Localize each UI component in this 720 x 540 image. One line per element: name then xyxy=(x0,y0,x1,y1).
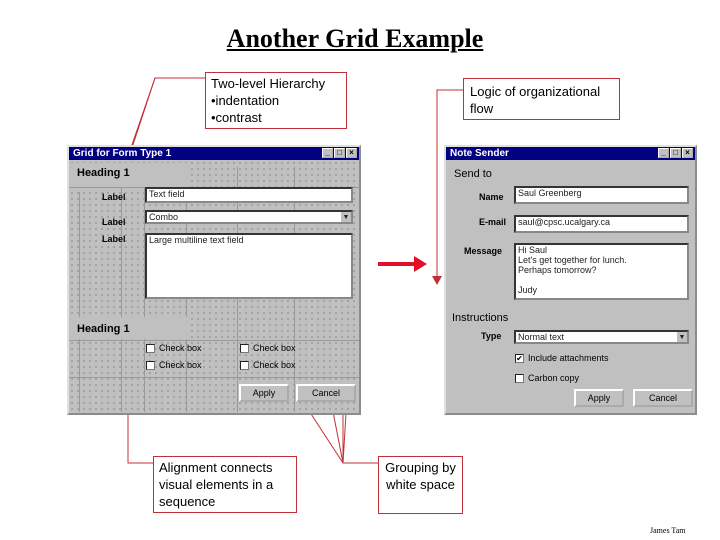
carbon-copy-checkbox[interactable]: Carbon copy xyxy=(515,373,579,384)
footer-author: James Tam xyxy=(650,526,686,535)
callout-flow: Logic of organizational flow xyxy=(463,78,620,120)
send-to-heading: Send to xyxy=(454,168,492,180)
dropdown-arrow-icon[interactable]: ▼ xyxy=(341,212,351,222)
include-attachments-checkbox[interactable]: ✔Include attachments xyxy=(515,353,609,364)
minimize-icon[interactable]: _ xyxy=(658,148,669,158)
type-combo[interactable]: Normal text▼ xyxy=(514,330,689,344)
callout-alignment: Alignment connects visual elements in a … xyxy=(153,456,297,513)
combo-value: Combo xyxy=(149,212,179,222)
callout-grouping: Grouping by white space xyxy=(378,456,463,514)
label-3: Label xyxy=(102,234,126,244)
maximize-icon[interactable]: □ xyxy=(334,148,345,158)
label-2: Label xyxy=(102,217,126,227)
right-arrow-icon xyxy=(378,256,427,272)
callout-text: Two-level Hierarchy xyxy=(211,76,326,91)
type-label: Type xyxy=(481,331,502,341)
slide-title: Another Grid Example xyxy=(226,24,484,53)
note-sender-window: Note Sender _□× Send to Name Saul Greenb… xyxy=(444,145,697,415)
apply-button[interactable]: Apply xyxy=(574,389,624,407)
apply-button[interactable]: Apply xyxy=(239,384,289,402)
email-field[interactable]: saul@cpsc.ucalgary.ca xyxy=(514,215,689,233)
checkbox-3[interactable]: Check box xyxy=(240,343,296,354)
grid-form-window: Grid for Form Type 1 _□× Heading 1 Label… xyxy=(67,145,361,415)
message-label: Message xyxy=(464,246,503,256)
window-title: Grid for Form Type 1 xyxy=(73,148,172,159)
title-bar: Note Sender _□× xyxy=(446,147,695,160)
name-label: Name xyxy=(479,192,504,202)
callout-hierarchy: Two-level Hierarchy •indentation •contra… xyxy=(205,72,347,129)
callout-text: •contrast xyxy=(211,110,262,125)
minimize-icon[interactable]: _ xyxy=(322,148,333,158)
heading-2: Heading 1 xyxy=(77,323,130,335)
instructions-heading: Instructions xyxy=(452,312,509,324)
window-title: Note Sender xyxy=(450,148,509,159)
close-icon[interactable]: × xyxy=(682,148,693,158)
title-bar: Grid for Form Type 1 _□× xyxy=(69,147,359,160)
email-label: E-mail xyxy=(479,217,507,227)
multiline-text-field[interactable]: Large multiline text field xyxy=(145,233,353,299)
dropdown-arrow-icon[interactable]: ▼ xyxy=(677,332,687,342)
heading-1: Heading 1 xyxy=(77,167,130,179)
label-1: Label xyxy=(102,192,126,202)
cancel-button[interactable]: Cancel xyxy=(633,389,693,407)
cancel-button[interactable]: Cancel xyxy=(296,384,356,402)
checkbox-1[interactable]: Check box xyxy=(146,343,202,354)
maximize-icon[interactable]: □ xyxy=(670,148,681,158)
name-field[interactable]: Saul Greenberg xyxy=(514,186,689,204)
callout-text: •indentation xyxy=(211,93,280,108)
text-field[interactable]: Text field xyxy=(145,187,353,203)
checkbox-4[interactable]: Check box xyxy=(240,360,296,371)
checkbox-2[interactable]: Check box xyxy=(146,360,202,371)
combo-box[interactable]: Combo ▼ xyxy=(145,210,353,224)
close-icon[interactable]: × xyxy=(346,148,357,158)
